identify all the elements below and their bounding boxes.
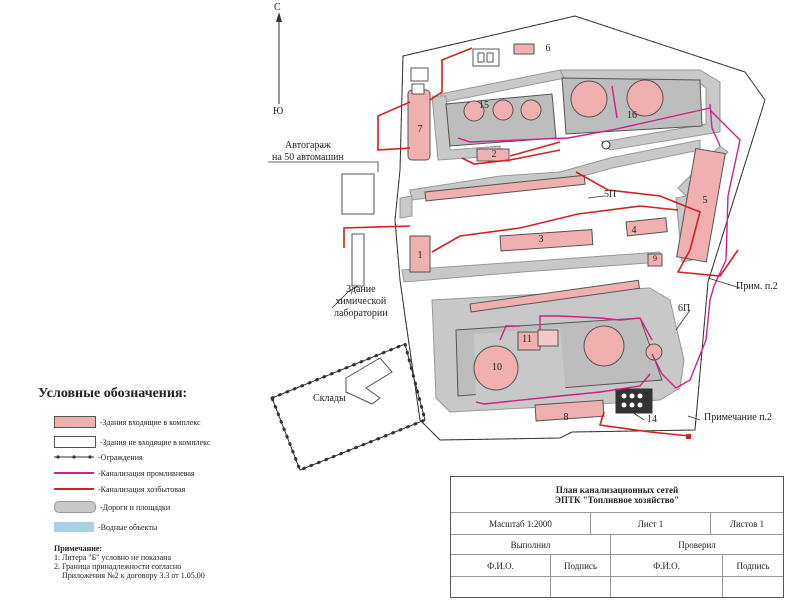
legend-road-label: -Дороги и площадки: [100, 502, 171, 512]
building-number-1: 1: [417, 250, 423, 261]
legend-row-water: -Водные объекты: [54, 520, 157, 534]
legend-water-label: -Водные объекты: [98, 522, 158, 532]
building-number-5: 5: [702, 195, 708, 206]
south-label: Ю: [273, 106, 284, 117]
scale-cell: Масштаб 1:2000: [451, 513, 591, 535]
legend-row-storm-sewer: -Канализация промливневая: [54, 466, 195, 480]
legend-domestic-sewer-swatch: [54, 484, 94, 494]
legend-notes: Примечание: 1. Литера "Б" условно не пок…: [54, 544, 205, 580]
fio-1-cell: Ф.И.О.: [451, 555, 551, 577]
building-number-15: 15: [479, 100, 489, 111]
building-number-6: 6: [545, 43, 551, 54]
garage-label-line1: Автогараж: [285, 140, 331, 151]
storm-sewer-lines: [457, 85, 741, 405]
other-buildings: [341, 48, 500, 405]
garage-label: Автогараж на 50 автомашин: [272, 140, 344, 164]
notes-line-2: 2. Граница принадлежности согласно: [54, 562, 182, 571]
building-number-10: 10: [492, 362, 502, 373]
legend-fence-swatch: [54, 452, 94, 462]
prim-2-bottom-label: Примечание п.2: [704, 412, 773, 423]
notes-heading: Примечание:: [54, 544, 103, 553]
notes-line-3: Приложения №2 к договору 3.3 от 1.05.00: [62, 571, 205, 580]
legend-building-in-swatch: [54, 416, 96, 428]
garage-label-line2: на 50 автомашин: [272, 152, 344, 163]
section-5p-label: 5П: [604, 189, 617, 200]
legend-fence-label: -Ограждения: [98, 452, 143, 462]
legend-row-fence: -Ограждения: [54, 450, 143, 464]
legend-title: Условные обозначения:: [38, 386, 188, 401]
north-label: С: [274, 2, 281, 13]
boundary-point-marker: [686, 434, 691, 439]
building-number-7: 7: [417, 124, 423, 135]
title-line-2: ЭПТК "Топливное хозяйство": [554, 494, 680, 505]
lab-label-line3: лаборатории: [334, 308, 388, 319]
prim-2-right-label: Прим. п.2: [736, 281, 778, 292]
tanks: [463, 79, 664, 391]
lab-label-line2: химической: [335, 296, 387, 307]
notes-line-1: 1. Литера "Б" условно не показана: [54, 553, 172, 562]
legend-building-out-swatch: [54, 436, 96, 448]
blank-row-3: [611, 577, 723, 597]
legend-storm-sewer-swatch: [54, 468, 94, 478]
sign-1-cell: Подпись: [551, 555, 611, 577]
legend-row-building-in: -Здания входящие в комплекс: [54, 415, 201, 429]
legend-row-building-out: -Здания не входящие в комплекс: [54, 435, 210, 449]
building-number-14: 14: [647, 414, 657, 425]
blank-row-1: [451, 577, 551, 597]
building-number-11: 11: [522, 334, 532, 345]
sheet-cell: Лист 1: [591, 513, 711, 535]
legend-row-road: -Дороги и площадки: [54, 500, 170, 514]
title-block: План канализационных сетей ЭПТК "Топливн…: [450, 476, 784, 598]
building-number-3: 3: [538, 234, 544, 245]
legend-water-swatch: [54, 522, 94, 532]
sign-2-cell: Подпись: [723, 555, 783, 577]
performed-cell: Выполнил: [451, 535, 611, 555]
blank-row-2: [551, 577, 611, 597]
building-number-2: 2: [491, 149, 497, 160]
leader-lines: [268, 161, 741, 421]
building-14-tank-block: [615, 388, 653, 414]
lab-label: Здание химической лаборатории: [334, 284, 388, 320]
legend-storm-sewer-label: -Канализация промливневая: [98, 468, 195, 478]
warehouses-label: Склады: [313, 393, 346, 404]
complex-buildings: [407, 43, 726, 422]
lab-label-line1: Здание: [346, 284, 376, 295]
section-6p-label: 6П: [678, 303, 691, 314]
building-number-8: 8: [563, 412, 569, 423]
title-line-1: План канализационных сетей: [555, 484, 679, 495]
legend-row-domestic-sewer: -Канализация хозбытовая: [54, 482, 185, 496]
title-block-title: План канализационных сетей ЭПТК "Топливн…: [451, 477, 783, 513]
legend-building-out-label: -Здания не входящие в комплекс: [100, 437, 211, 447]
legend-domestic-sewer-label: -Канализация хозбытовая: [98, 484, 186, 494]
legend-building-in-label: -Здания входящие в комплекс: [100, 417, 201, 427]
sheets-cell: Листов 1: [711, 513, 783, 535]
legend-road-swatch: [54, 501, 96, 513]
fio-2-cell: Ф.И.О.: [611, 555, 723, 577]
domestic-sewer-lines: [343, 47, 739, 437]
checked-cell: Проверил: [611, 535, 783, 555]
building-number-4: 4: [631, 225, 637, 236]
building-number-9: 9: [653, 254, 657, 263]
building-number-16: 16: [627, 110, 637, 121]
compass-arrow: [276, 12, 282, 104]
